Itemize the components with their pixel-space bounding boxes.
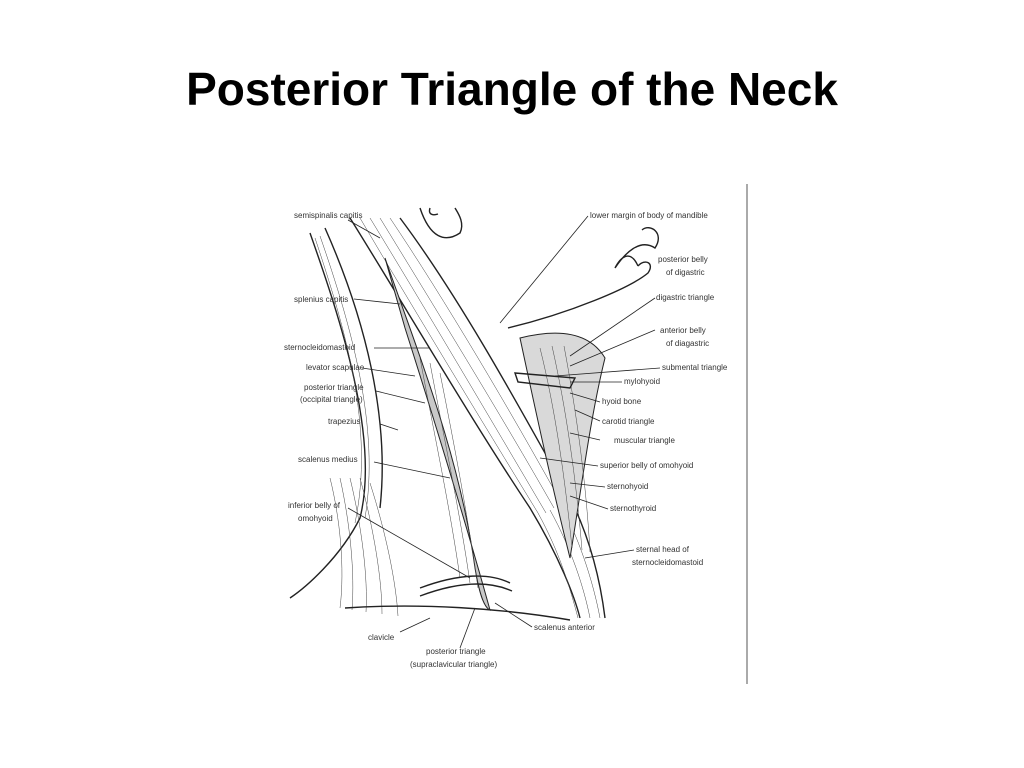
trapezius-inner-edge	[324, 227, 383, 509]
label-sternocleidomastoid-right: sternocleidomastoid	[632, 558, 703, 567]
slide-title: Posterior Triangle of the Neck	[186, 63, 838, 115]
clavicle-outline	[344, 605, 571, 621]
lip-outline	[614, 227, 660, 269]
ear-outline	[428, 207, 439, 216]
trapezius-fibers	[314, 235, 399, 617]
scalene-fibers	[419, 357, 479, 589]
anterior-neck-muscles-region	[519, 332, 606, 559]
label-trapezius: trapezius	[328, 417, 360, 426]
label-superior-belly-omohyoid: superior belly of omohyoid	[600, 461, 693, 470]
omohyoid-inferior-belly	[419, 575, 511, 589]
label-sternohyoid: sternohyoid	[607, 482, 648, 491]
sternocleidomastoid-edge-a	[349, 217, 581, 619]
sternocleidomastoid-fibers	[359, 217, 601, 619]
label-lower-margin-mandible: lower margin of body of mandible	[590, 211, 708, 220]
chin-outline	[419, 207, 463, 239]
label-splenius-capitis: splenius capitis	[294, 295, 348, 304]
label-of-diagastric: of diagastric	[666, 339, 709, 348]
label-of-digastric: of digastric	[666, 268, 705, 277]
label-omohyoid: omohyoid	[298, 514, 333, 523]
hyoid-bone-shape	[514, 372, 577, 389]
posterior-triangle-region	[384, 257, 491, 611]
label-posterior-triangle-supraclavicular: posterior triangle	[426, 647, 486, 656]
label-occipital-triangle: (occipital triangle)	[300, 395, 363, 404]
mandible-outline	[507, 261, 652, 329]
label-carotid-triangle: carotid triangle	[602, 417, 655, 426]
label-submental-triangle: submental triangle	[662, 363, 728, 372]
label-semispinalis-capitis: semispinalis capitis	[294, 211, 362, 220]
strap-muscle-fibers	[539, 345, 591, 553]
label-sternal-head-of: sternal head of	[636, 545, 690, 554]
leader-lines-left	[347, 219, 471, 633]
label-inferior-belly-of: inferior belly of	[288, 501, 341, 510]
label-levator-scapulae: levator scapulae	[306, 363, 365, 372]
trapezius-edge	[289, 232, 367, 599]
label-sternothyroid: sternothyroid	[610, 504, 656, 513]
label-hyoid-bone: hyoid bone	[602, 397, 642, 406]
label-sternocleidomastoid: sternocleidomastoid	[284, 343, 355, 352]
label-muscular-triangle: muscular triangle	[614, 436, 675, 445]
leader-lines-right	[459, 215, 661, 649]
neck-anatomy-drawing: semispinalis capitis splenius capitis st…	[284, 184, 748, 684]
label-posterior-belly: posterior belly	[658, 255, 708, 264]
label-posterior-triangle-occipital: posterior triangle	[304, 383, 364, 392]
label-supraclavicular-triangle: (supraclavicular triangle)	[410, 660, 497, 669]
label-digastric-triangle: digastric triangle	[656, 293, 715, 302]
neck-anatomy-figure: semispinalis capitis splenius capitis st…	[270, 178, 754, 686]
omohyoid-inferior-belly-edge	[419, 583, 513, 597]
label-scalenus-anterior: scalenus anterior	[534, 623, 595, 632]
label-clavicle: clavicle	[368, 633, 395, 642]
label-mylohyoid: mylohyoid	[624, 377, 660, 386]
label-anterior-belly: anterior belly	[660, 326, 706, 335]
label-scalenus-medius: scalenus medius	[298, 455, 358, 464]
